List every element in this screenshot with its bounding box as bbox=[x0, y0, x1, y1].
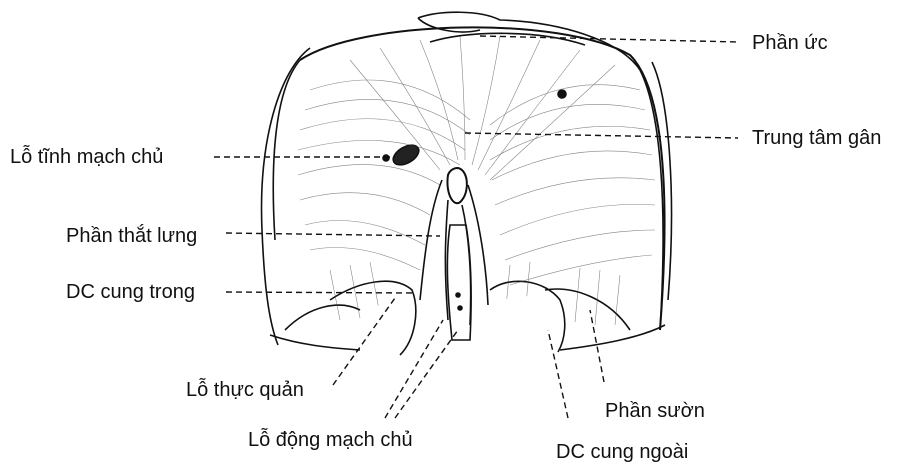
label-phan-suon: Phần sườn bbox=[605, 401, 705, 421]
label-lo-thuc-quan: Lỗ thực quản bbox=[186, 380, 304, 400]
label-dc-cung-trong: DC cung trong bbox=[66, 282, 195, 302]
leader-dc-cung-trong bbox=[226, 292, 415, 293]
leader-lines bbox=[214, 36, 738, 418]
leader-phan-uc bbox=[480, 36, 738, 42]
leader-dc-cung-ngoai bbox=[548, 330, 568, 418]
leader-lo-thuc-quan bbox=[333, 298, 395, 385]
leader-lo-dong-mach-chu-1 bbox=[385, 320, 443, 418]
esophageal-hiatus bbox=[447, 168, 466, 203]
leader-trung-tam-gan bbox=[465, 133, 738, 138]
drawing-lines bbox=[262, 12, 672, 355]
label-phan-uc: Phần ức bbox=[752, 33, 828, 53]
vena-cava-foramen bbox=[390, 141, 422, 169]
label-phan-that-lung: Phần thắt lưng bbox=[66, 226, 197, 246]
label-lo-dong-mach-chu: Lỗ động mạch chủ bbox=[248, 430, 413, 450]
label-trung-tam-gan: Trung tâm gân bbox=[752, 128, 881, 148]
aortic-hiatus bbox=[447, 225, 471, 340]
leader-lo-dong-mach-chu-2 bbox=[395, 330, 458, 418]
label-lo-tinh-mach-chu: Lỗ tĩnh mạch chủ bbox=[10, 147, 163, 167]
leader-phan-that-lung bbox=[226, 233, 440, 236]
label-dc-cung-ngoai: DC cung ngoài bbox=[556, 442, 688, 462]
